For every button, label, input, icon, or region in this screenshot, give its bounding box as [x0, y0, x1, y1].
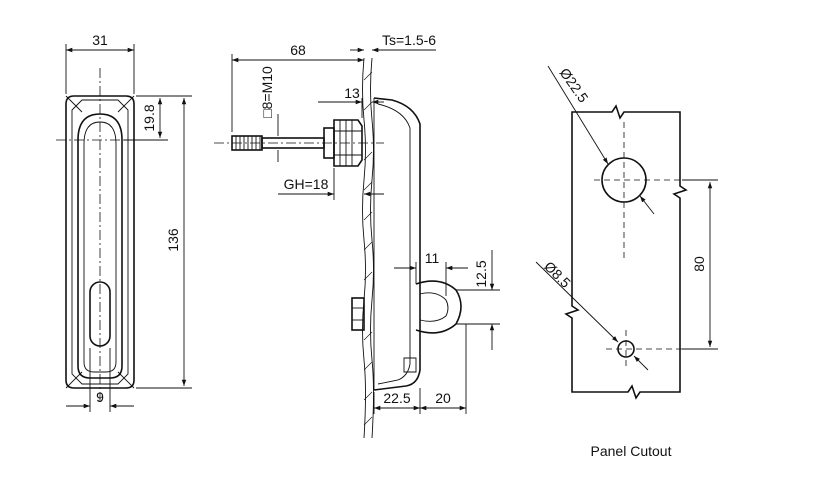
dim-large-hole: Ø22.5	[557, 65, 592, 106]
dim-slot-width: 9	[96, 389, 104, 405]
dim-panel-thickness: Ts=1.5-6	[382, 32, 436, 48]
handle-body-side	[373, 97, 421, 391]
dim-side-length: 68	[290, 42, 306, 58]
handle-slot	[77, 113, 123, 379]
dim-front-width: 31	[92, 32, 108, 48]
dim-shackle-height: 12.5	[473, 260, 489, 287]
dim-thread: □8=M10	[259, 66, 275, 118]
panel-cutout-caption: Panel Cutout	[591, 443, 672, 459]
dim-small-hole: Ø8.5	[541, 258, 574, 291]
dim-hole-spacing: 80	[691, 256, 707, 272]
dim-shackle-depth: 20	[435, 390, 451, 406]
front-view-bevel	[71, 99, 129, 385]
shackle	[415, 280, 462, 334]
side-view: 68 Ts=1.5-6 13 □8=M10 GH=18 11 12.5	[214, 32, 500, 439]
front-view-outline	[65, 95, 135, 389]
panel-cutout-view: Ø22.5 Ø8.5 80 Panel Cutout	[535, 65, 718, 459]
dim-top-offset: 19.8	[141, 104, 157, 131]
dim-nut: 13	[344, 85, 360, 101]
front-view: 31 19.8 136 9	[56, 32, 192, 412]
dim-front-height: 136	[165, 228, 181, 252]
cutout-panel-outline	[564, 104, 688, 400]
lower-fastener	[351, 297, 365, 331]
dim-shackle-width: 11	[425, 250, 440, 266]
panel-section	[362, 57, 366, 439]
nut	[333, 119, 363, 167]
dim-grip: GH=18	[284, 176, 329, 192]
dim-body-depth: 22.5	[383, 390, 410, 406]
